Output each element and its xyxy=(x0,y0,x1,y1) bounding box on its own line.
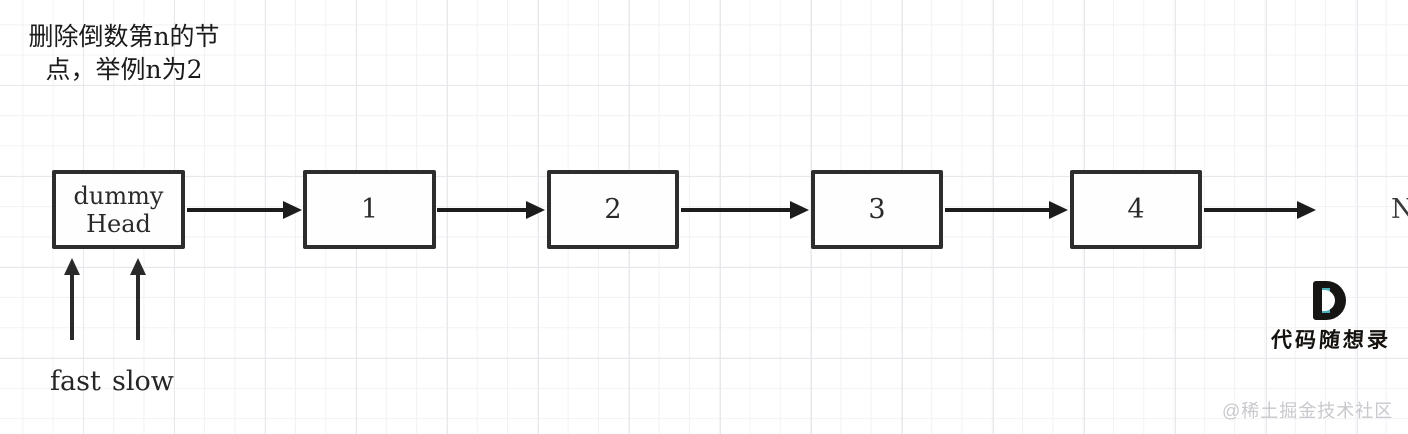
arrow-head xyxy=(526,201,545,219)
node-4-label: 4 xyxy=(1127,193,1145,225)
arrow-shaft xyxy=(187,208,285,212)
node-dummy-label-line1: dummy xyxy=(73,181,164,210)
node-3-label: 3 xyxy=(868,193,886,225)
title-line-2: 点，举例n为2 xyxy=(45,55,203,84)
arrow-right-icon-3-to-4 xyxy=(945,201,1068,219)
arrow-right-icon-dummy-to-1 xyxy=(187,201,302,219)
arrow-shaft xyxy=(136,271,140,340)
node-1-label: 1 xyxy=(360,193,379,225)
arrow-shaft xyxy=(945,208,1051,212)
logo-text: 代码随想录 xyxy=(1270,327,1392,352)
arrow-up-icon-fast xyxy=(64,258,80,340)
node-dummy-head: dummy Head xyxy=(52,170,185,249)
arrow-head xyxy=(790,201,809,219)
node-2: 2 xyxy=(547,170,679,249)
arrow-head xyxy=(1297,201,1316,219)
slow-pointer-label: slow xyxy=(112,366,174,397)
arrow-head xyxy=(64,258,80,275)
node-3: 3 xyxy=(811,170,943,249)
watermark-text: @稀土掘金技术社区 xyxy=(1222,401,1394,421)
arrow-shaft xyxy=(437,208,528,212)
arrow-up-icon-slow xyxy=(130,258,146,340)
arrow-head xyxy=(283,201,302,219)
logo-d-icon xyxy=(1313,281,1346,320)
diagram-title: 删除倒数第n的节 点，举例n为2 xyxy=(14,20,234,86)
arrow-shaft xyxy=(1204,208,1299,212)
arrow-right-icon-1-to-2 xyxy=(437,201,545,219)
tail-null-label: N xyxy=(1391,194,1408,225)
arrow-shaft xyxy=(681,208,792,212)
node-dummy-label-line2: Head xyxy=(86,209,151,238)
node-1: 1 xyxy=(303,170,436,249)
arrow-head xyxy=(1049,201,1068,219)
logo-d-counter xyxy=(1322,290,1335,311)
arrow-right-icon-2-to-3 xyxy=(681,201,809,219)
arrow-head xyxy=(130,258,146,275)
node-4: 4 xyxy=(1070,170,1202,249)
arrow-right-icon-4-to-null xyxy=(1204,201,1316,219)
node-2-label: 2 xyxy=(604,193,622,225)
title-line-1: 删除倒数第n的节 xyxy=(28,22,220,51)
arrow-shaft xyxy=(70,271,74,340)
fast-pointer-label: fast xyxy=(50,366,101,397)
